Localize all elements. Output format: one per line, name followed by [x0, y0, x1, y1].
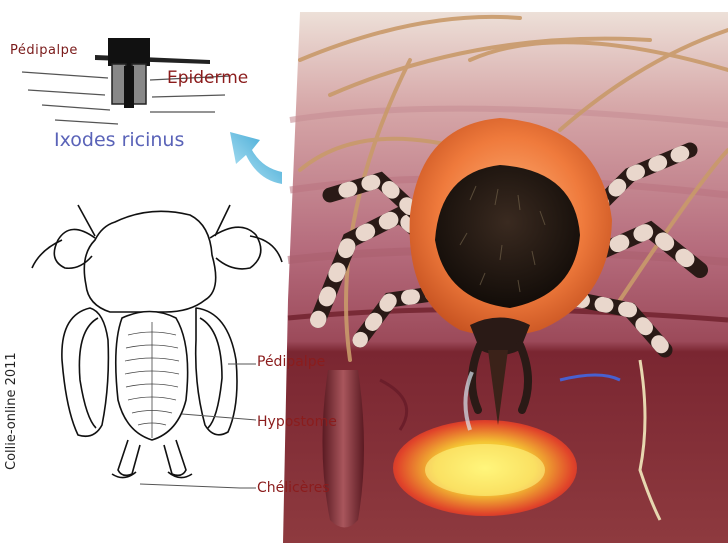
copyright-label: Collie-online 2011: [4, 352, 19, 470]
arrow-icon: [230, 132, 282, 184]
epiderme-label: Epiderme: [167, 68, 248, 88]
hair-follicle: [322, 370, 364, 528]
species-label: Ixodes ricinus: [54, 129, 184, 151]
hypostome-label: Hypostome: [257, 414, 337, 430]
chelicere-label: Chélicères: [257, 480, 330, 496]
pedipalpe-label: Pédipalpe: [257, 354, 325, 370]
skin-scene: [283, 12, 728, 543]
inset-pedipalpe-label: Pédipalpe: [10, 43, 78, 58]
mouthparts-drawing: [32, 205, 282, 478]
